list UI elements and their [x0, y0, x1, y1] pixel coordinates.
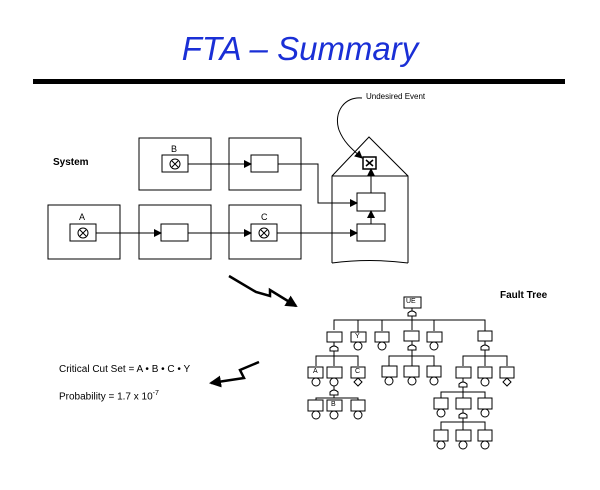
- fault-tree-event-y: Y: [355, 333, 360, 340]
- block-c: [228, 204, 302, 260]
- component-mid: [160, 223, 189, 242]
- component-label-c: C: [261, 212, 268, 222]
- probability: Probability = 1.7 x 10-7: [59, 390, 159, 402]
- lightning-arrow-left: [209, 360, 260, 388]
- probability-exponent: -7: [152, 390, 159, 397]
- undesired-event-pointer: [337, 97, 363, 159]
- fault-tree-top-event: UE: [406, 298, 416, 305]
- fault-tree: [307, 296, 515, 450]
- title-divider: [33, 79, 565, 84]
- lightning-arrow-right: [228, 274, 298, 308]
- critical-cut-set: Critical Cut Set = A • B • C • Y: [59, 364, 191, 375]
- fault-tree-label: Fault Tree: [500, 290, 548, 301]
- fault-tree-event-c: C: [355, 368, 361, 375]
- undesired-event-box: [362, 156, 377, 170]
- slide-title: FTA – Summary: [181, 30, 419, 67]
- top-gate: [407, 310, 417, 317]
- failure-symbol-b: [169, 158, 181, 170]
- block-a: [47, 204, 121, 260]
- system-label: System: [53, 157, 89, 168]
- component-top-2: [250, 154, 279, 173]
- failure-symbol-a: [77, 227, 89, 239]
- component-label-b: B: [171, 144, 178, 154]
- probability-value: Probability = 1.7 x 10: [59, 391, 153, 403]
- block-mid: [138, 204, 212, 260]
- system-house: [331, 136, 409, 264]
- fault-tree-event-b: B: [331, 401, 336, 408]
- component-label-a: A: [79, 212, 86, 222]
- fault-tree-event-a: A: [313, 368, 318, 375]
- failure-symbol-c: [258, 227, 270, 239]
- undesired-event-label: Undesired Event: [366, 92, 426, 101]
- flow-top2-to-house: [278, 163, 358, 207]
